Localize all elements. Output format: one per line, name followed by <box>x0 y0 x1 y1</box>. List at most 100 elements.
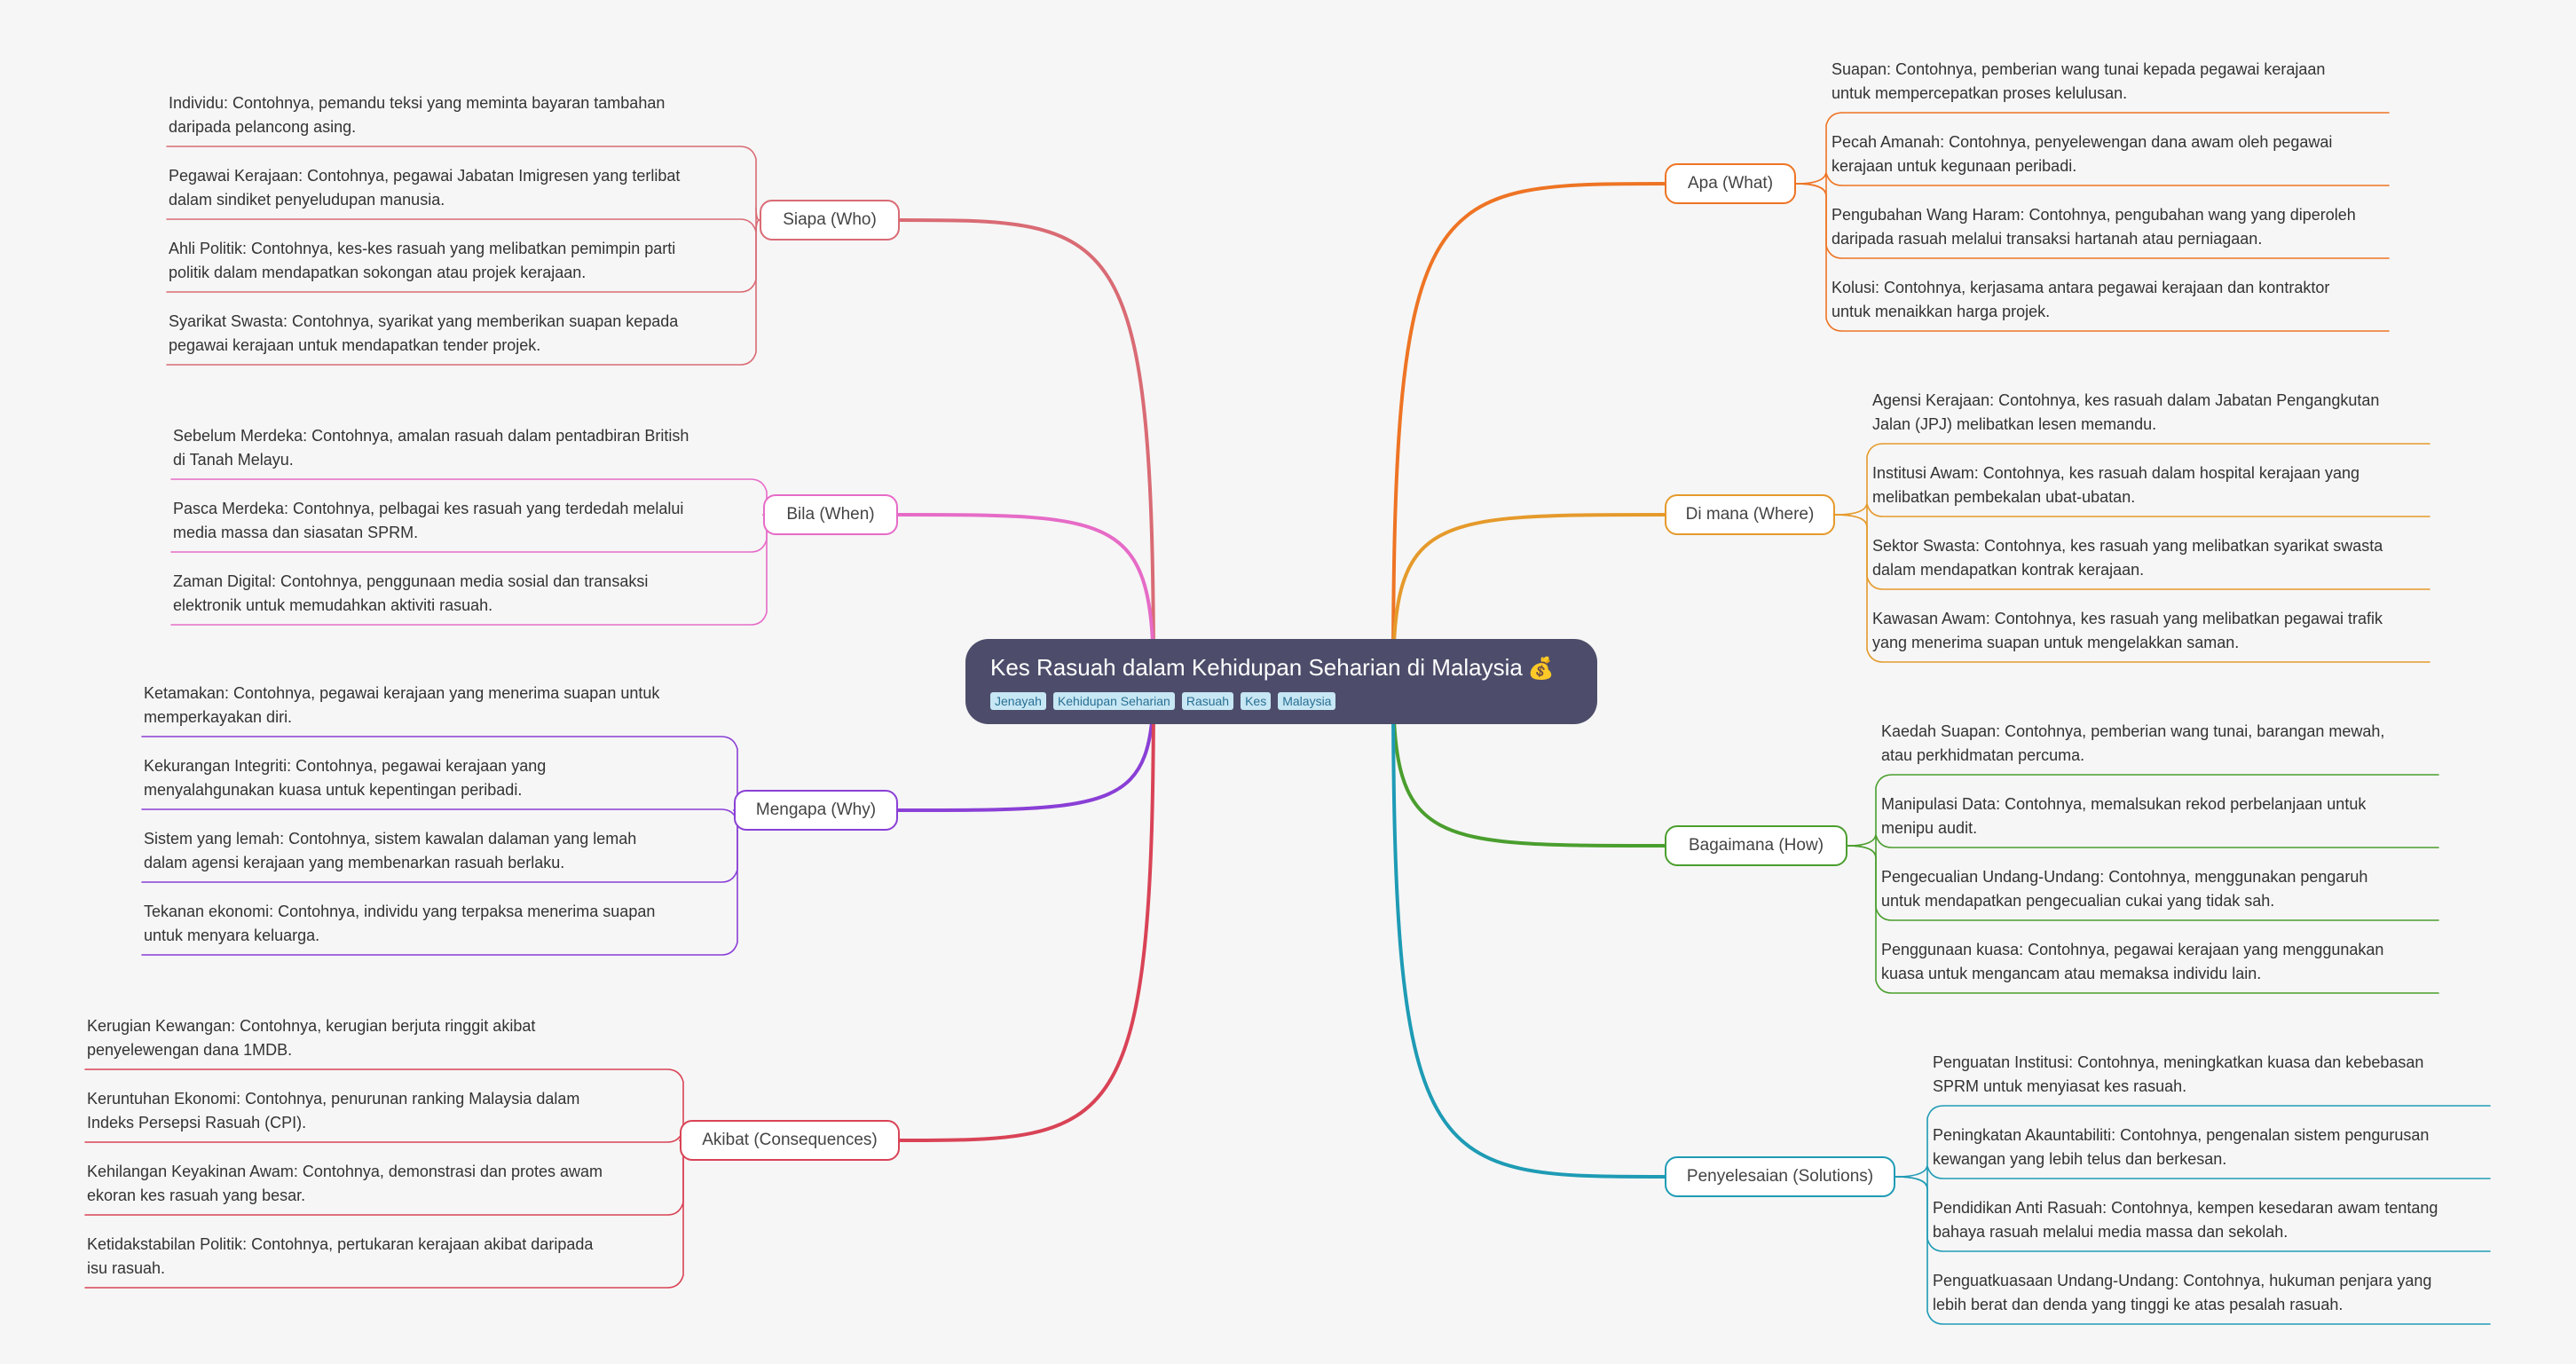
leaf-text-line: untuk mempercepatkan proses kelulusan. <box>1832 84 2128 102</box>
leaf-text-line: Ketidakstabilan Politik: Contohnya, pert… <box>87 1235 594 1253</box>
branch-siapa[interactable]: Siapa (Who) <box>760 200 900 240</box>
leaf-text-line: Penggunaan kuasa: Contohnya, pegawai ker… <box>1881 941 2384 958</box>
branch-di-mana[interactable]: Di mana (Where) <box>1665 494 1835 535</box>
leaf-mengapa-2[interactable]: Kekurangan Integriti: Contohnya, pegawai… <box>142 754 734 802</box>
leaf-text-line: memperkayakan diri. <box>144 708 293 726</box>
leaf-bila-3[interactable]: Zaman Digital: Contohnya, penggunaan med… <box>171 570 763 618</box>
leaf-text-line: melibatkan pembekalan ubat-ubatan. <box>1872 488 2136 506</box>
leaf-text-line: lebih berat dan denda yang tinggi ke ata… <box>1933 1296 2344 1313</box>
leaf-text-line: Kerugian Kewangan: Contohnya, kerugian b… <box>87 1017 536 1035</box>
tag-rasuah[interactable]: Rasuah <box>1181 692 1234 710</box>
leaf-text-line: yang menerima suapan untuk mengelakkan s… <box>1872 634 2240 651</box>
leaf-bagaimana-1[interactable]: Kaedah Suapan: Contohnya, pemberian wang… <box>1879 720 2438 768</box>
leaf-text-line: daripada rasuah melalui transaksi hartan… <box>1832 230 2263 248</box>
leaf-bagaimana-4[interactable]: Penggunaan kuasa: Contohnya, pegawai ker… <box>1879 938 2438 986</box>
leaf-text-line: dalam agensi kerajaan yang membenarkan r… <box>144 854 565 871</box>
leaf-text-line: Penguatkuasaan Undang-Undang: Contohnya,… <box>1933 1272 2432 1289</box>
leaf-connector-penyelesaian-4 <box>1895 1176 2491 1325</box>
leaf-di-mana-1[interactable]: Agensi Kerajaan: Contohnya, kes rasuah d… <box>1871 389 2430 437</box>
leaf-text-line: bahaya rasuah melalui media massa dan se… <box>1933 1223 2288 1241</box>
topic-tags: Jenayah Kehidupan Seharian Rasuah Kes Ma… <box>990 692 1572 710</box>
leaf-bagaimana-2[interactable]: Manipulasi Data: Contohnya, memalsukan r… <box>1879 792 2438 840</box>
leaf-connector-di-mana-4 <box>1834 514 2430 663</box>
root-connector-bila <box>896 513 1155 683</box>
leaf-siapa-2[interactable]: Pegawai Kerajaan: Contohnya, pegawai Jab… <box>167 164 752 212</box>
leaf-di-mana-3[interactable]: Sektor Swasta: Contohnya, kes rasuah yan… <box>1871 534 2430 582</box>
leaf-mengapa-4[interactable]: Tekanan ekonomi: Contohnya, individu yan… <box>142 900 734 948</box>
leaf-text-line: Pengecualian Undang-Undang: Contohnya, m… <box>1881 868 2368 886</box>
leaf-text-line: di Tanah Melayu. <box>173 451 294 469</box>
tag-kes[interactable]: Kes <box>1241 692 1272 710</box>
leaf-siapa-1[interactable]: Individu: Contohnya, pemandu teksi yang … <box>167 91 752 139</box>
root-connector-akibat <box>898 680 1155 1142</box>
leaf-text-line: dalam mendapatkan kontrak kerajaan. <box>1872 561 2145 579</box>
leaf-text-line: SPRM untuk menyiasat kes rasuah. <box>1933 1077 2187 1095</box>
leaf-text-line: Pendidikan Anti Rasuah: Contohnya, kempe… <box>1933 1199 2438 1217</box>
leaf-akibat-3[interactable]: Kehilangan Keyakinan Awam: Contohnya, de… <box>85 1160 680 1208</box>
leaf-penyelesaian-2[interactable]: Peningkatan Akauntabiliti: Contohnya, pe… <box>1931 1124 2490 1171</box>
leaf-mengapa-1[interactable]: Ketamakan: Contohnya, pegawai kerajaan y… <box>142 682 734 729</box>
leaf-text-line: Pecah Amanah: Contohnya, penyelewengan d… <box>1832 133 2333 151</box>
leaf-text-line: untuk mendapatkan pengecualian cukai yan… <box>1881 892 2275 910</box>
tag-jenayah[interactable]: Jenayah <box>990 692 1046 710</box>
leaf-connector-di-mana-1 <box>1834 443 2430 516</box>
central-topic-title: Kes Rasuah dalam Kehidupan Seharian di M… <box>990 650 1572 687</box>
tag-malaysia[interactable]: Malaysia <box>1278 692 1336 710</box>
leaf-text-line: Pengubahan Wang Haram: Contohnya, pengub… <box>1832 206 2356 224</box>
branch-penyelesaian[interactable]: Penyelesaian (Solutions) <box>1665 1156 1895 1197</box>
leaf-siapa-4[interactable]: Syarikat Swasta: Contohnya, syarikat yan… <box>167 310 752 358</box>
leaf-mengapa-3[interactable]: Sistem yang lemah: Contohnya, sistem kaw… <box>142 827 734 875</box>
leaf-bila-1[interactable]: Sebelum Merdeka: Contohnya, amalan rasua… <box>171 424 763 472</box>
leaf-akibat-2[interactable]: Keruntuhan Ekonomi: Contohnya, penurunan… <box>85 1087 680 1135</box>
leaf-text-line: Sebelum Merdeka: Contohnya, amalan rasua… <box>173 427 689 445</box>
leaf-text-line: elektronik untuk memudahkan aktiviti ras… <box>173 596 493 614</box>
leaf-text-line: isu rasuah. <box>87 1259 166 1277</box>
leaf-text-line: pegawai kerajaan untuk mendapatkan tende… <box>169 336 541 354</box>
leaf-di-mana-2[interactable]: Institusi Awam: Contohnya, kes rasuah da… <box>1871 461 2430 509</box>
leaf-connector-bagaimana-4 <box>1847 845 2439 994</box>
leaf-text-line: Manipulasi Data: Contohnya, memalsukan r… <box>1881 795 2367 813</box>
leaf-text-line: kuasa untuk mengancam atau memaksa indiv… <box>1881 965 2262 982</box>
tag-kehidupan-seharian[interactable]: Kehidupan Seharian <box>1052 692 1175 710</box>
branch-bila[interactable]: Bila (When) <box>763 494 898 535</box>
leaf-akibat-4[interactable]: Ketidakstabilan Politik: Contohnya, pert… <box>85 1233 680 1281</box>
leaf-text-line: menipu audit. <box>1881 819 1978 837</box>
leaf-text-line: Ahli Politik: Contohnya, kes-kes rasuah … <box>169 240 676 257</box>
leaf-apa-4[interactable]: Kolusi: Contohnya, kerjasama antara pega… <box>1830 276 2389 324</box>
leaf-apa-1[interactable]: Suapan: Contohnya, pemberian wang tunai … <box>1830 58 2389 106</box>
leaf-text-line: Institusi Awam: Contohnya, kes rasuah da… <box>1872 464 2359 482</box>
leaf-text-line: Kehilangan Keyakinan Awam: Contohnya, de… <box>87 1163 603 1180</box>
leaf-connector-apa-4 <box>1795 183 2390 332</box>
leaf-text-line: untuk menaikkan harga projek. <box>1832 303 2051 320</box>
leaf-text-line: Pasca Merdeka: Contohnya, pelbagai kes r… <box>173 500 684 517</box>
leaf-bila-2[interactable]: Pasca Merdeka: Contohnya, pelbagai kes r… <box>171 497 763 545</box>
leaf-bagaimana-3[interactable]: Pengecualian Undang-Undang: Contohnya, m… <box>1879 865 2438 913</box>
leaf-penyelesaian-4[interactable]: Penguatkuasaan Undang-Undang: Contohnya,… <box>1931 1269 2490 1317</box>
leaf-connector-siapa-4 <box>166 219 760 366</box>
leaf-text-line: media massa dan siasatan SPRM. <box>173 524 419 541</box>
root-connector-penyelesaian <box>1391 680 1666 1179</box>
leaf-siapa-3[interactable]: Ahli Politik: Contohnya, kes-kes rasuah … <box>167 237 752 285</box>
leaf-text-line: Tekanan ekonomi: Contohnya, individu yan… <box>144 903 656 920</box>
leaf-text-line: Syarikat Swasta: Contohnya, syarikat yan… <box>169 312 679 330</box>
leaf-text-line: Kekurangan Integriti: Contohnya, pegawai… <box>144 757 547 775</box>
leaf-text-line: Keruntuhan Ekonomi: Contohnya, penurunan… <box>87 1090 580 1108</box>
leaf-apa-2[interactable]: Pecah Amanah: Contohnya, penyelewengan d… <box>1830 130 2389 178</box>
leaf-text-line: Suapan: Contohnya, pemberian wang tunai … <box>1832 60 2326 78</box>
leaf-penyelesaian-1[interactable]: Penguatan Institusi: Contohnya, meningka… <box>1931 1051 2490 1099</box>
leaf-text-line: Indeks Persepsi Rasuah (CPI). <box>87 1114 307 1131</box>
branch-mengapa[interactable]: Mengapa (Why) <box>734 790 898 831</box>
leaf-apa-3[interactable]: Pengubahan Wang Haram: Contohnya, pengub… <box>1830 203 2389 251</box>
leaf-text-line: atau perkhidmatan percuma. <box>1881 746 2085 764</box>
branch-apa[interactable]: Apa (What) <box>1665 163 1796 204</box>
leaf-penyelesaian-3[interactable]: Pendidikan Anti Rasuah: Contohnya, kempe… <box>1931 1196 2490 1244</box>
leaf-text-line: penyelewengan dana 1MDB. <box>87 1041 293 1059</box>
leaf-connector-bagaimana-1 <box>1847 774 2439 847</box>
central-topic[interactable]: Kes Rasuah dalam Kehidupan Seharian di M… <box>965 639 1597 724</box>
leaf-text-line: Zaman Digital: Contohnya, penggunaan med… <box>173 572 649 590</box>
branch-bagaimana[interactable]: Bagaimana (How) <box>1665 825 1847 866</box>
leaf-connector-apa-1 <box>1795 112 2390 185</box>
leaf-akibat-1[interactable]: Kerugian Kewangan: Contohnya, kerugian b… <box>85 1014 680 1062</box>
leaf-di-mana-4[interactable]: Kawasan Awam: Contohnya, kes rasuah yang… <box>1871 607 2430 655</box>
branch-akibat[interactable]: Akibat (Consequences) <box>680 1120 900 1161</box>
